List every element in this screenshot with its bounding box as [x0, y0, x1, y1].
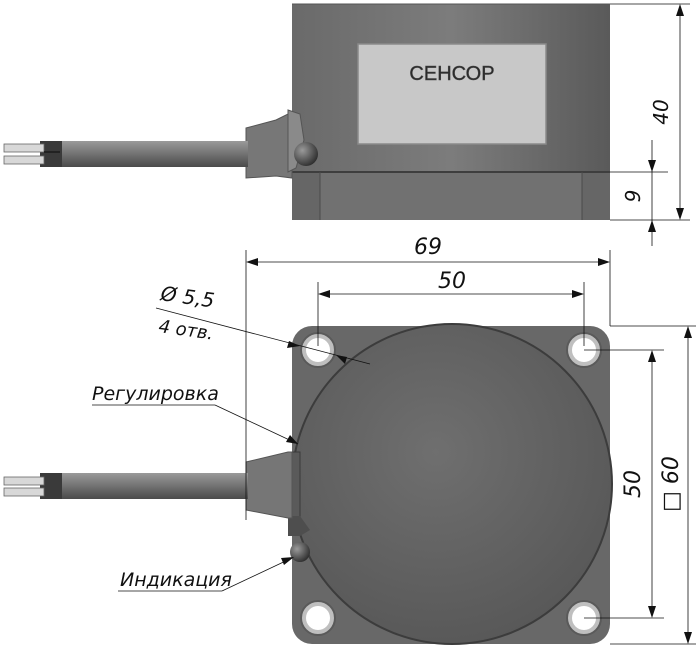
side-dimensions: 40 9: [610, 3, 690, 246]
top-view: [3, 323, 613, 645]
wire-upper-top: [3, 476, 45, 486]
indicator-led: [290, 542, 310, 562]
dim-square-size: □ 60: [659, 456, 684, 512]
horizontal-dimensions: 69 50: [245, 235, 611, 520]
cable-side: [60, 141, 248, 167]
dim-hole-spacing-h: 50: [438, 269, 466, 294]
dim-hole-spacing-v: 50: [621, 470, 646, 498]
indicator-led-side: [294, 142, 318, 166]
mount-hole-bottom-left: [300, 600, 336, 636]
indication-label: Индикация: [120, 569, 232, 591]
hole-count-label: 4 отв.: [157, 316, 214, 344]
adjustment-callout: Регулировка: [92, 383, 299, 445]
brand-label: СЕНСОР: [409, 63, 494, 85]
dim-height-total: 40: [649, 99, 673, 124]
adjustment-label: Регулировка: [92, 383, 219, 405]
wire-lower-side: [3, 155, 45, 165]
cable-gland-side: [245, 111, 293, 179]
dim-overall-width: 69: [414, 235, 442, 260]
wire-upper-side: [3, 143, 45, 153]
wire-lower-top: [3, 487, 45, 497]
hole-diameter-label: Ø 5,5: [158, 281, 216, 312]
indication-callout: Индикация: [118, 557, 294, 592]
side-view: СЕНСОР: [3, 3, 610, 220]
vertical-dimensions: 50 □ 60: [584, 325, 696, 645]
dim-flange-height: 9: [621, 190, 645, 203]
cable-top: [60, 473, 248, 499]
nameplate: [357, 43, 547, 145]
cable-gland-top: [245, 451, 293, 519]
sensing-face: [291, 323, 613, 645]
